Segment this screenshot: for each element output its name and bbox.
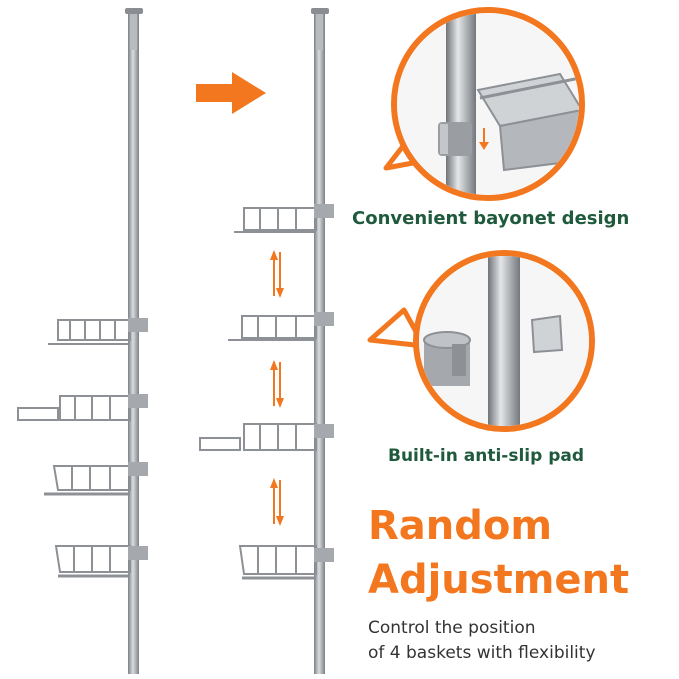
- left-basket-3: [44, 462, 148, 496]
- right-basket-1: [234, 204, 334, 233]
- description-line-1: Control the position: [368, 618, 536, 638]
- left-basket-4: [54, 545, 148, 578]
- double-arrow-icon: [270, 478, 284, 526]
- headline-line-2: Adjustment: [368, 557, 630, 603]
- right-basket-4: [238, 545, 334, 580]
- description-line-2: of 4 baskets with flexibility: [368, 643, 596, 663]
- right-shower-caddy: [199, 8, 334, 674]
- double-arrow-icon: [270, 360, 284, 408]
- double-arrow-icon: [270, 250, 284, 298]
- right-basket-3: [199, 423, 334, 451]
- right-basket-2: [228, 312, 334, 341]
- left-shower-caddy: [17, 8, 148, 674]
- right-arrow-icon: [196, 72, 266, 114]
- left-basket-1: [48, 318, 148, 345]
- left-basket-2: [17, 394, 148, 421]
- bayonet-detail-callout: [383, 7, 585, 201]
- headline-line-1: Random: [368, 503, 553, 549]
- bayonet-caption: Convenient bayonet design: [352, 208, 630, 229]
- anti-slip-detail-callout: [367, 250, 595, 432]
- anti-slip-caption: Built-in anti-slip pad: [388, 446, 584, 466]
